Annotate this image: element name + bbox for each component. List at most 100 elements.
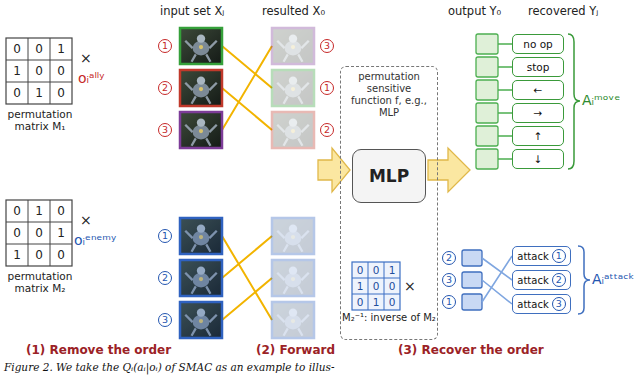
output-box [476,34,498,54]
node-text: ← [534,84,543,96]
matrix-entry: 0 [368,278,384,294]
step-label: (3) Recover the order [398,344,544,358]
output-box [462,294,482,310]
matrix-entry: 1 [50,38,72,60]
matrix-entry: 0 [6,82,28,104]
node-text: MLP [369,166,409,186]
output-links [498,44,512,159]
node-text: → [534,107,543,119]
action-box: → [512,103,564,123]
matrix-entry: 0 [352,294,368,310]
matrix-lines [6,200,72,266]
matrix-entry: 0 [384,278,400,294]
callout-number: 3 [442,273,456,287]
action-box: ↑ [512,126,564,146]
matrix-entry: 0 [28,60,50,82]
action-box: ← [512,80,564,100]
callout-number: 1 [158,229,172,243]
output-box [462,272,482,288]
matrix-entry: 0 [6,200,28,222]
output-box [476,149,498,169]
action-set-symbol: Aᵢᵃᵗᵗᵃᶜᵏ [592,271,634,287]
unit-frame [272,112,314,148]
matrix-entry: 0 [6,222,28,244]
callout-number: 2 [552,273,566,287]
matrix-caption: permutation matrix M₂ [0,270,80,294]
callout-number: 1 [442,295,456,309]
permutation-lines [222,46,272,320]
column-header: output Y₀ [448,5,501,18]
attack-output-boxes [462,250,482,310]
observation-symbol: oᵢᵉⁿᵉᵐʸ [74,232,116,248]
resulted-ally-images [272,28,314,148]
action-box: stop [512,57,564,77]
matrix-entry: 0 [6,38,28,60]
callout-number: 2 [442,251,456,265]
resulted-enemy-images [272,218,314,338]
column-header: resulted X₀ [262,5,325,18]
callout-number: 1 [158,39,172,53]
matrix-grid [6,200,72,266]
move-output-boxes [476,34,498,169]
output-box [462,250,482,266]
observation-symbol: oᵢᵃˡˡʸ [78,70,104,86]
action-set-symbol: Aᵢᵐᵒᵛᵉ [582,92,620,108]
callout-number: 1 [320,81,334,95]
unit-frame [180,302,222,338]
unit-frame [180,260,222,296]
callout-number: 1 [552,249,566,263]
callout-number: 3 [320,39,334,53]
matrix-lines [6,38,72,104]
callout-number: 3 [158,313,172,327]
matrix-entry: 0 [28,222,50,244]
recover-lines [482,256,512,304]
matrix-frame [6,38,72,104]
node-text: ↓ [534,153,543,165]
action-box: attack3 [512,294,571,314]
node-text: attack [517,299,548,310]
multiply-sign: × [404,278,416,294]
unit-image [180,218,222,254]
node-text: permutation sensitive function f, e.g., … [346,71,432,119]
matrix-entry: 1 [368,294,384,310]
unit-frame [272,70,314,106]
unit-image [180,70,222,106]
matrix-entry: 0 [352,262,368,278]
callout-number: 2 [158,271,172,285]
node-text: ↑ [534,130,543,142]
process-box: MLP [352,149,426,203]
multiply-sign: × [80,50,92,66]
unit-frame [272,260,314,296]
unit-image [272,302,314,338]
unit-frame [180,28,222,64]
matrix-entry: 0 [368,262,384,278]
unit-image [272,260,314,296]
unit-image [180,302,222,338]
action-box: attack2 [512,270,571,290]
unit-image [272,28,314,64]
unit-image [272,218,314,254]
unit-frame [272,28,314,64]
enemy-unit-images [180,218,222,338]
unit-image [180,260,222,296]
flow-arrow [318,148,350,192]
figure-caption: Figure 2. We take the Qᵢ(aᵢ|oᵢ) of SMAC … [4,361,335,373]
output-box [476,103,498,123]
matrix-entry: 1 [384,262,400,278]
function-box: permutation sensitive function f, e.g., … [340,66,438,340]
action-box: no op [512,34,564,54]
matrix-frame [6,200,72,266]
multiply-sign: × [80,212,92,228]
matrix-entry: 0 [384,294,400,310]
matrix-entry: 1 [28,200,50,222]
unit-frame [180,112,222,148]
node-text: stop [527,61,550,73]
unit-frame [272,218,314,254]
callout-number: 3 [158,123,172,137]
ally-permutation-lines [222,46,272,130]
column-header: recovered Yⱼ [528,5,598,18]
matrix-lines [352,262,400,310]
group-bracket [568,34,580,169]
matrix-entry: 0 [50,200,72,222]
